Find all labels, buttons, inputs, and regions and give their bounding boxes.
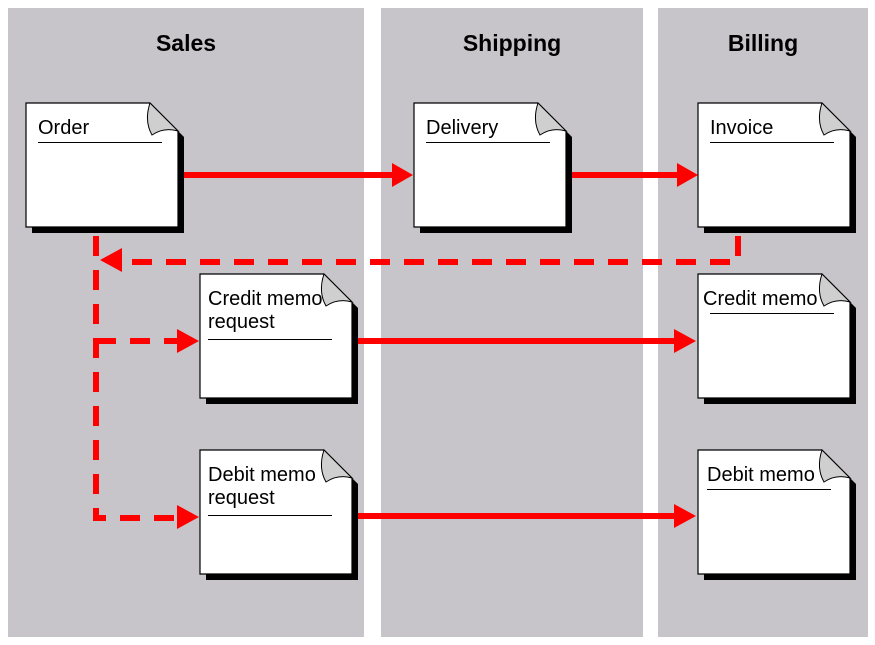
document-debit-memo: Debit memo — [697, 449, 856, 580]
document-invoice: Invoice — [697, 102, 856, 233]
document-icon — [697, 273, 856, 404]
document-label-debit-memo: Debit memo — [707, 464, 815, 486]
document-icon — [199, 449, 358, 580]
arrowhead-debit-memo — [674, 504, 696, 528]
document-rule — [208, 339, 332, 340]
document-rule — [710, 313, 834, 314]
document-delivery: Delivery — [413, 102, 572, 233]
document-icon — [697, 102, 856, 233]
document-credit-memo: Credit memo — [697, 273, 856, 404]
arrow-order-to-delivery — [182, 172, 394, 178]
document-label-credit-memo-request: Credit memo request — [208, 288, 323, 333]
arrowhead-credit-memo-request — [177, 329, 199, 353]
arrowhead-credit-memo — [674, 329, 696, 353]
document-icon — [199, 273, 358, 404]
document-rule — [38, 142, 162, 143]
arrow-delivery-to-invoice — [567, 172, 679, 178]
dashed-order-branch — [93, 236, 180, 521]
lane-title-billing: Billing — [727, 30, 799, 56]
document-icon — [697, 449, 856, 580]
document-icon — [25, 102, 184, 233]
document-label-order: Order — [38, 117, 90, 139]
document-rule — [426, 142, 550, 143]
document-rule — [710, 142, 834, 143]
document-debit-memo-request: Debit memo request — [199, 449, 358, 580]
document-label-debit-memo-request: Debit memo request — [208, 464, 316, 509]
arrow-debit-request-to-debit-memo — [356, 513, 676, 519]
document-label-invoice: Invoice — [710, 117, 774, 139]
dashed-invoice-to-order — [120, 236, 741, 265]
document-order: Order — [25, 102, 184, 233]
document-credit-memo-request: Credit memo request — [199, 273, 358, 404]
arrow-credit-request-to-credit-memo — [356, 338, 676, 344]
document-icon — [413, 102, 572, 233]
document-label-credit-memo: Credit memo — [703, 288, 818, 310]
arrowhead-return-to-order — [100, 248, 122, 272]
lane-title-sales: Sales — [155, 30, 217, 56]
document-label-delivery: Delivery — [426, 117, 499, 139]
document-rule — [208, 515, 332, 516]
arrowhead-debit-memo-request — [177, 505, 199, 529]
document-rule — [707, 489, 831, 490]
lane-title-shipping: Shipping — [462, 30, 562, 56]
arrowhead-invoice — [677, 163, 698, 187]
arrowhead-delivery — [392, 163, 413, 187]
